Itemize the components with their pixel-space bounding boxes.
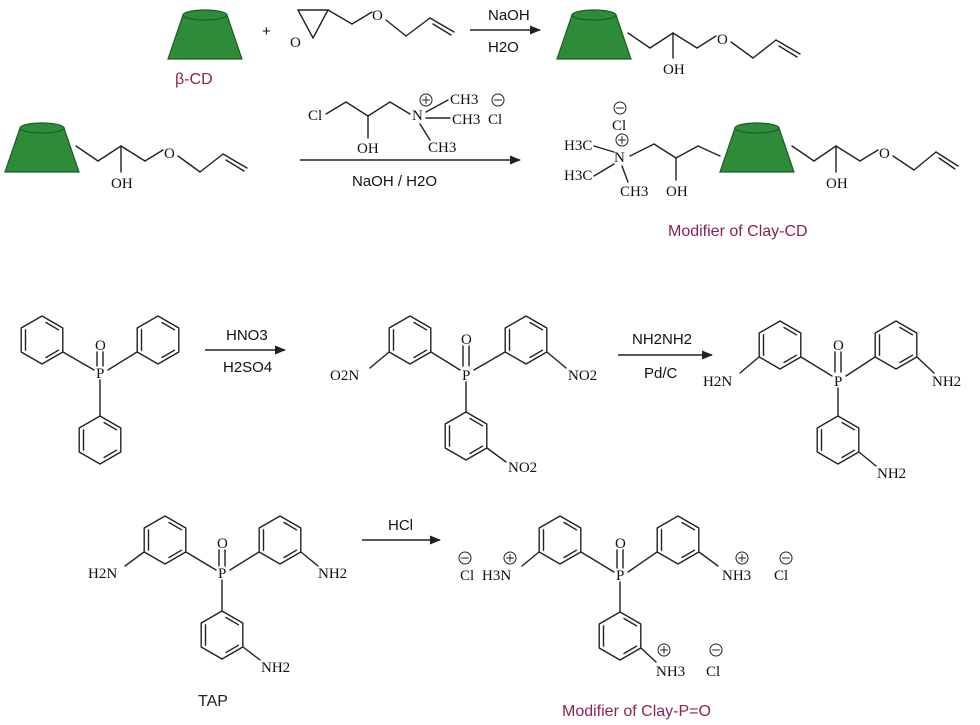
arrow-step-3: HNO3 H2SO4 [205,327,287,376]
tap-label: TAP [198,693,228,710]
modifier-clay-po: P O Cl H3N NH3 Cl NH3 Cl Modifier of Cla… [458,515,793,720]
nitrogen-label: N [412,108,423,124]
amine-label: NH2 [932,374,961,390]
amine-label: H2N [88,566,117,582]
reagent-naoh: NaOH [488,7,530,24]
hydroxyl-label: OH [666,184,688,200]
triphenylphosphine-oxide: P O [20,315,180,465]
allyl-glycidyl-ether: O O [290,8,455,51]
nitro-label: O2N [330,368,359,384]
reagent-naoh-h2o: NaOH / H2O [352,173,437,190]
allyl-cd-product: OH O [556,9,801,78]
hydroxyl-label: OH [663,62,685,78]
chloride-label: Cl [706,664,720,680]
oxygen-label: O [95,338,106,354]
reagent-hno3: HNO3 [226,327,268,344]
beta-cd-label: β-CD [175,71,213,88]
amine-label: NH2 [877,466,906,482]
methyl-label: CH3 [428,140,456,156]
trinitro-tppo: P O O2N NO2 NO2 [330,315,597,476]
oxygen-label: O [461,332,472,348]
phosphorus-label: P [616,568,624,584]
triamino-tppo: P O H2N NH2 NH2 [703,320,961,482]
chlorine-label: Cl [308,108,322,124]
reagent-h2so4: H2SO4 [223,359,272,376]
ammonium-label: NH3 [722,568,751,584]
modifier-clay-po-label: Modifier of Clay-P=O [562,703,711,720]
oxygen-label: O [615,536,626,552]
ether-oxygen: O [372,8,383,24]
plus-sign: + [262,23,271,40]
methyl-label: CH3 [452,112,480,128]
hydroxyl-label: OH [111,176,133,192]
arrow-step-5: HCl [362,517,442,545]
methyl-label: CH3 [620,184,648,200]
oxygen-label: O [833,338,844,354]
amine-label: NH2 [318,566,347,582]
reagent-hcl: HCl [388,517,413,534]
methyl-label: H3C [564,168,592,184]
arrow-step-2: NaOH / H2O [300,155,522,190]
chloride-label: Cl [488,112,502,128]
hydroxyl-label: OH [826,176,848,192]
phosphorus-label: P [462,368,470,384]
nitro-label: NO2 [568,368,597,384]
amine-label: NH2 [261,660,290,676]
ether-oxygen: O [879,146,890,162]
ammonium-label: NH3 [656,664,685,680]
nitrogen-label: N [614,150,625,166]
reagent-h2o: H2O [488,39,519,56]
allyl-cd-reactant: OH O [4,122,248,192]
chloride-label: Cl [460,568,474,584]
reagent-pdc: Pd/C [644,365,678,382]
methyl-label: H3C [564,138,592,154]
ammonium-label: H3N [482,568,511,584]
epoxide-oxygen: O [290,35,301,51]
phosphorus-label: P [218,566,226,582]
hydroxyl-label: OH [357,141,379,157]
ether-oxygen: O [164,146,175,162]
phosphorus-label: P [834,374,842,390]
chloride-label: Cl [774,568,788,584]
modifier-clay-cd-label: Modifier of Clay-CD [668,223,808,240]
amine-label: H2N [703,374,732,390]
nitro-label: NO2 [508,460,537,476]
chpta-reagent: Cl OH N CH3 CH3 CH3 Cl [308,92,505,157]
tap-reactant: P O H2N NH2 NH2 TAP [88,515,347,710]
methyl-label: CH3 [450,92,478,108]
phosphorus-label: P [96,366,104,382]
reagent-hydrazine: NH2NH2 [632,331,692,348]
oxygen-label: O [217,536,228,552]
modifier-clay-cd: Cl H3C H3C N CH3 OH OH O Modifier of Cla… [564,101,959,240]
ether-oxygen: O [717,32,728,48]
beta-cd-reactant: β-CD [167,9,243,88]
arrow-step-1: NaOH H2O [470,7,542,56]
arrow-step-4: NH2NH2 Pd/C [618,331,714,382]
chloride-label: Cl [612,118,626,134]
